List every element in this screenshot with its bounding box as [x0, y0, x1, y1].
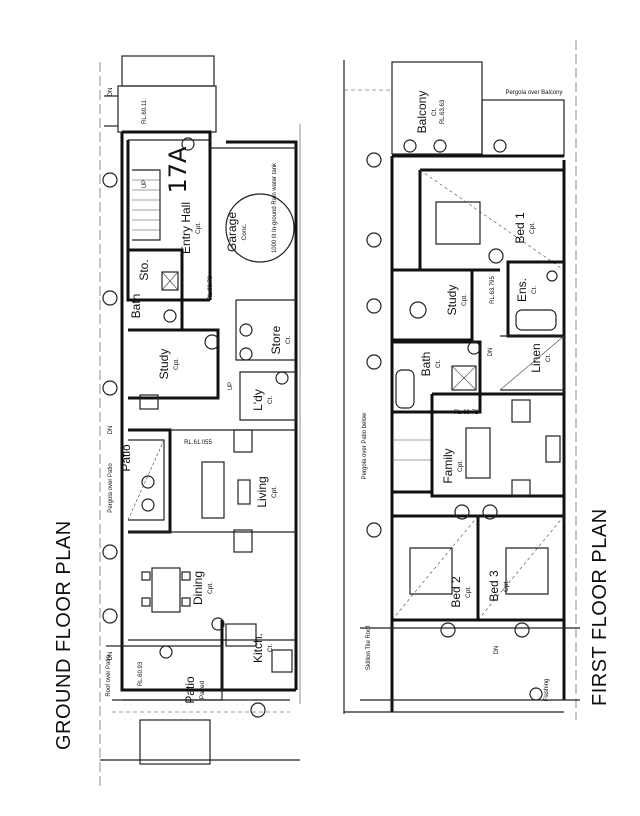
- hall-level: RL.60.70: [208, 275, 214, 300]
- ground-front-porch: [117, 85, 217, 133]
- ground-wall-markers: [102, 137, 266, 718]
- bed2-finish: Cpt.: [465, 586, 472, 598]
- first-study-label: Study: [445, 285, 459, 316]
- ground-study-finish: Cpt.: [173, 358, 180, 370]
- sto-label: Sto.: [137, 259, 151, 280]
- first-floor-title: FIRST FLOOR PLAN: [589, 508, 611, 706]
- laundry-finish: Ct.: [267, 396, 274, 405]
- first-roof-dn: DN: [494, 646, 500, 655]
- ground-laundry-up: UP: [228, 382, 234, 390]
- bed1-bed: [435, 201, 481, 245]
- linen-label: Linen: [529, 343, 543, 372]
- ensuite-label: Ens.: [515, 278, 529, 302]
- bed3-finish: Cpt.: [503, 580, 510, 592]
- living-level: RL.61.055: [184, 440, 212, 446]
- roof-over-patio-note: Roof over Patio: [106, 655, 112, 697]
- rear-patio-finish: Paved: [199, 680, 206, 699]
- family-label: Family: [441, 448, 455, 483]
- bed2-bed3-walls: [392, 514, 564, 620]
- study-level: RL.63.795: [490, 276, 496, 304]
- entry-hall-finish: Cpt.: [195, 222, 202, 234]
- ground-side-dn: DN: [108, 426, 114, 435]
- balcony-level: RL.63.63: [440, 99, 446, 124]
- bed3-bed: [505, 547, 549, 595]
- first-bath-finish: Ct.: [435, 360, 442, 369]
- store-finish: Ct.: [285, 336, 292, 345]
- dining-finish: Cpt.: [207, 582, 214, 594]
- handwritten-unit-number: 17A: [164, 146, 192, 194]
- bed3-label: Bed 3: [487, 570, 501, 602]
- flashing-note: Flashing: [544, 679, 550, 702]
- ground-floor-title: GROUND FLOOR PLAN: [53, 520, 75, 750]
- pergola-patio-below-note: Pergola over Patio below: [362, 412, 368, 479]
- ground-stairs: [132, 169, 161, 241]
- first-study-wall: [392, 268, 474, 342]
- first-floor-plan: [343, 40, 580, 720]
- dining-label: Dining: [191, 571, 205, 605]
- ground-rear-dn: DN: [108, 652, 114, 661]
- ground-bath-label: Bath: [129, 294, 143, 319]
- ground-front-steps: [121, 55, 215, 87]
- rear-level: RL.60.93: [138, 661, 144, 686]
- balcony-label: Balcony: [415, 91, 429, 134]
- first-study-finish: Cpt.: [461, 294, 468, 306]
- balcony-finish: Ct.: [431, 108, 438, 117]
- ground-study-wall: [128, 328, 220, 400]
- first-bath-wall: [392, 340, 482, 414]
- rear-steps: [139, 719, 211, 765]
- first-stair-void: [392, 410, 434, 494]
- kitchen-finish: Ct.: [267, 644, 274, 653]
- front-level: RL.60.11: [142, 99, 148, 124]
- rear-patio-label: Patio: [183, 676, 197, 704]
- first-wall-markers: [366, 139, 543, 701]
- bed1-label: Bed 1: [513, 212, 527, 244]
- dining-table: [151, 567, 181, 613]
- store-label: Store: [269, 325, 283, 354]
- store-laundry: [235, 299, 297, 421]
- living-sofa: [201, 461, 225, 519]
- living-coffee-table: [237, 479, 251, 505]
- ground-study-label: Study: [157, 349, 171, 380]
- ground-stair-up: UP: [142, 180, 148, 188]
- rain-tank-note: 1000 lit In-ground Rain water tank: [272, 162, 278, 253]
- entry-hall-label: Entry Hall: [179, 202, 193, 254]
- family-finish: Cpt.: [457, 460, 464, 472]
- laundry-label: L'dy: [251, 389, 265, 411]
- side-patio-label: Patio: [119, 444, 133, 472]
- linen-finish: Ct.: [545, 354, 552, 363]
- skillion-roof-note: Skillion Tile Roof: [366, 625, 372, 670]
- kitchen-label: Kitch.: [251, 633, 265, 663]
- living-finish: Cpt.: [271, 486, 278, 498]
- pergola-balcony-note: Pergola over Balcony: [505, 90, 562, 96]
- family-level: RL.63.72: [454, 410, 479, 416]
- pergola-note-ground: Pergola over Patio: [108, 463, 114, 513]
- first-bath-label: Bath: [419, 352, 433, 377]
- first-stair-dn: DN: [488, 348, 494, 357]
- living-label: Living: [255, 476, 269, 507]
- family-sofa: [465, 427, 491, 479]
- ground-front-dn: DN: [108, 88, 114, 97]
- bed1-finish: Cpt.: [529, 222, 536, 234]
- garage-finish: Conc.: [241, 223, 248, 240]
- bed2-label: Bed 2: [449, 576, 463, 608]
- bed2-bed: [409, 547, 453, 595]
- ground-floor-plan: [99, 55, 301, 790]
- ensuite-finish: Ct.: [531, 286, 538, 295]
- rain-water-tank: [225, 193, 295, 263]
- garage-label: Garage: [225, 212, 239, 252]
